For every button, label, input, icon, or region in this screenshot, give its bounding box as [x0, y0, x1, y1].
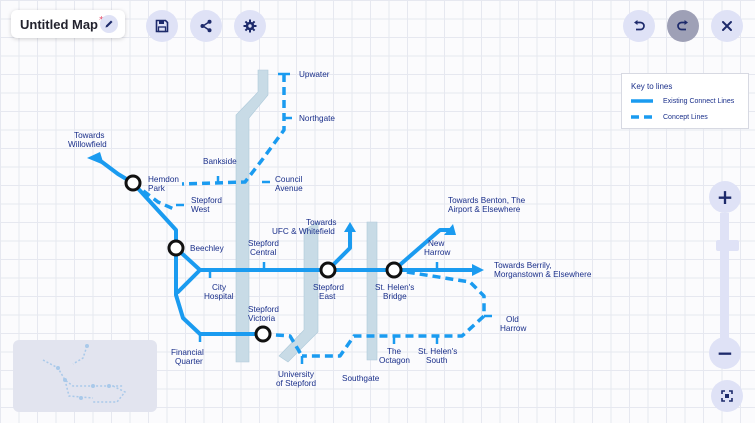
station-ticks [176, 72, 492, 364]
interchange-st-helens-bridge[interactable] [385, 261, 403, 279]
undo-icon [634, 20, 645, 31]
solid-line-swatch [631, 99, 653, 103]
close-button[interactable] [711, 10, 743, 42]
interchanges [124, 174, 403, 343]
legend-item-existing: Existing Connect Lines [631, 96, 734, 106]
minimap-preview [42, 344, 127, 403]
river-features [235, 69, 378, 363]
map-title-box[interactable]: Untitled Map * [11, 10, 125, 38]
zoom-in-label: + [716, 185, 734, 209]
legend-label-existing: Existing Connect Lines [663, 97, 735, 105]
zoom-in-button[interactable]: + [709, 181, 741, 213]
line-ufc-branch [326, 228, 352, 272]
river-middle [278, 221, 319, 363]
minimap[interactable] [13, 340, 157, 412]
legend-item-concept: Concept Lines [631, 112, 708, 122]
concept-west-spur [131, 181, 177, 212]
pencil-icon [105, 20, 113, 28]
gear-icon [243, 19, 257, 33]
undo-button[interactable] [623, 10, 655, 42]
label-towards-berrily[interactable]: Towards Berrily,Morganstown & Elsewhere [494, 261, 592, 279]
fit-view-icon [721, 390, 733, 402]
close-icon [722, 21, 732, 31]
river-north [235, 69, 269, 363]
label-bankside[interactable]: Bankside [203, 157, 237, 166]
label-upwater[interactable]: Upwater [299, 70, 330, 79]
legend-title: Key to lines [631, 82, 673, 91]
concept-victoria-south [262, 332, 304, 357]
label-northgate[interactable]: Northgate [299, 114, 335, 123]
settings-button[interactable] [234, 10, 266, 42]
river-east [366, 221, 378, 361]
arrow-berrily [472, 264, 484, 276]
legend-label-concept: Concept Lines [663, 113, 708, 121]
zoom-slider-handle[interactable] [716, 240, 739, 251]
interchange-stepford-victoria[interactable] [254, 325, 272, 343]
arrow-benton [444, 224, 456, 235]
arrow-ufc [344, 222, 356, 232]
interchange-hemdon-park[interactable] [124, 174, 142, 192]
save-button[interactable] [146, 10, 178, 42]
dashed-line-swatch [631, 115, 653, 119]
map-title[interactable]: Untitled Map [20, 16, 98, 32]
edit-title-button[interactable] [100, 15, 118, 33]
redo-button[interactable] [667, 10, 699, 42]
concept-loop-east [302, 268, 486, 358]
line-arrows [87, 152, 484, 276]
arrow-willowfield [87, 152, 104, 165]
line-benton-branch [392, 228, 452, 272]
fit-view-button[interactable] [711, 380, 743, 412]
legend-panel: Key to lines Existing Connect Lines Conc… [621, 73, 749, 129]
line-central-trunk [174, 246, 265, 336]
save-icon [155, 19, 169, 33]
concept-north [181, 74, 286, 186]
zoom-out-label: − [716, 341, 734, 365]
label-southgate[interactable]: Southgate [342, 374, 380, 383]
label-beechley[interactable]: Beechley [190, 244, 225, 253]
redo-icon [677, 20, 688, 31]
zoom-slider-track[interactable] [720, 213, 729, 338]
share-icon [200, 19, 212, 33]
concept-lines [131, 74, 486, 358]
interchange-stepford-east[interactable] [319, 261, 337, 279]
share-button[interactable] [190, 10, 222, 42]
line-beechley-hospital [176, 268, 202, 294]
interchange-beechley[interactable] [167, 239, 185, 257]
zoom-out-button[interactable]: − [709, 337, 741, 369]
